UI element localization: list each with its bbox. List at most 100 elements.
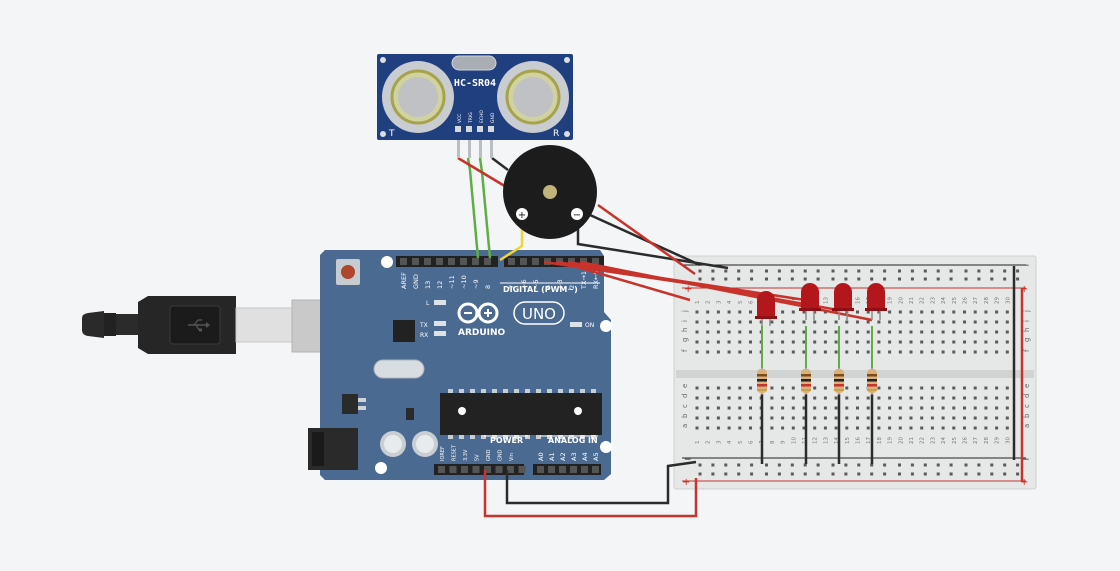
rail-hole[interactable] xyxy=(990,463,994,467)
rail-hole[interactable] xyxy=(724,463,728,467)
breadboard-hole[interactable] xyxy=(749,406,752,410)
breadboard-hole[interactable] xyxy=(984,310,988,314)
breadboard-hole[interactable] xyxy=(973,350,977,354)
breadboard-hole[interactable] xyxy=(706,396,710,400)
breadboard-hole[interactable] xyxy=(963,330,966,334)
breadboard-hole[interactable] xyxy=(695,406,699,410)
breadboard-hole[interactable] xyxy=(930,416,934,420)
rail-hole[interactable] xyxy=(777,463,781,467)
led-3[interactable] xyxy=(832,283,854,320)
breadboard-hole[interactable] xyxy=(920,320,924,324)
breadboard-hole[interactable] xyxy=(716,310,720,314)
rail-hole[interactable] xyxy=(898,269,901,273)
breadboard-hole[interactable] xyxy=(920,330,924,334)
breadboard-hole[interactable] xyxy=(770,426,774,430)
wire-red-extra[interactable] xyxy=(559,260,691,302)
breadboard-hole[interactable] xyxy=(963,340,966,344)
breadboard-hole[interactable] xyxy=(973,320,977,324)
header-pin[interactable] xyxy=(570,466,577,473)
breadboard-hole[interactable] xyxy=(791,350,795,354)
breadboard-hole[interactable] xyxy=(802,406,806,410)
breadboard-hole[interactable] xyxy=(706,350,710,354)
rail-hole[interactable] xyxy=(831,269,835,273)
breadboard-hole[interactable] xyxy=(791,310,795,314)
breadboard-hole[interactable] xyxy=(716,386,720,390)
header-pin[interactable] xyxy=(559,466,566,473)
breadboard-hole[interactable] xyxy=(973,340,977,344)
rail-hole[interactable] xyxy=(698,269,702,273)
breadboard-hole[interactable] xyxy=(781,340,785,344)
rail-hole[interactable] xyxy=(977,463,981,467)
breadboard-hole[interactable] xyxy=(727,386,731,390)
rail-hole[interactable] xyxy=(711,463,715,467)
breadboard-hole[interactable] xyxy=(1005,426,1009,430)
breadboard-hole[interactable] xyxy=(920,426,924,430)
usb-cable[interactable] xyxy=(82,296,339,354)
breadboard-hole[interactable] xyxy=(877,416,881,420)
rail-hole[interactable] xyxy=(803,463,807,467)
breadboard-hole[interactable] xyxy=(749,386,752,390)
rail-hole[interactable] xyxy=(816,277,820,281)
breadboard-hole[interactable] xyxy=(749,426,752,430)
breadboard-hole[interactable] xyxy=(930,426,934,430)
header-pin[interactable] xyxy=(412,258,419,265)
breadboard-hole[interactable] xyxy=(802,330,806,334)
rail-hole[interactable] xyxy=(883,277,887,281)
header-pin[interactable] xyxy=(592,258,599,265)
breadboard-hole[interactable] xyxy=(877,350,881,354)
breadboard-hole[interactable] xyxy=(1005,310,1009,314)
rail-hole[interactable] xyxy=(857,472,861,476)
breadboard-hole[interactable] xyxy=(738,330,742,334)
breadboard-hole[interactable] xyxy=(1005,350,1009,354)
breadboard-hole[interactable] xyxy=(984,406,988,410)
breadboard-hole[interactable] xyxy=(823,386,827,390)
rail-hole[interactable] xyxy=(1016,277,1020,281)
breadboard-hole[interactable] xyxy=(759,320,763,324)
breadboard-hole[interactable] xyxy=(770,330,774,334)
breadboard-hole[interactable] xyxy=(770,386,774,390)
breadboard-hole[interactable] xyxy=(802,426,806,430)
breadboard-hole[interactable] xyxy=(866,416,870,420)
breadboard-hole[interactable] xyxy=(941,330,945,334)
wire-led4-red[interactable] xyxy=(579,260,873,322)
breadboard-hole[interactable] xyxy=(963,386,966,390)
breadboard-hole[interactable] xyxy=(716,340,720,344)
breadboard-hole[interactable] xyxy=(930,330,934,334)
breadboard-hole[interactable] xyxy=(984,396,988,400)
breadboard-hole[interactable] xyxy=(706,320,710,324)
rail-hole[interactable] xyxy=(977,277,981,281)
rail-hole[interactable] xyxy=(1016,269,1020,273)
breadboard-hole[interactable] xyxy=(695,396,699,400)
breadboard-hole[interactable] xyxy=(802,416,806,420)
rail-hole[interactable] xyxy=(883,463,887,467)
breadboard-hole[interactable] xyxy=(952,340,956,344)
breadboard-hole[interactable] xyxy=(898,426,902,430)
breadboard-hole[interactable] xyxy=(963,426,966,430)
breadboard-hole[interactable] xyxy=(866,396,870,400)
rail-hole[interactable] xyxy=(936,472,940,476)
header-pin[interactable] xyxy=(518,466,526,473)
breadboard-hole[interactable] xyxy=(1005,406,1009,410)
rail-hole[interactable] xyxy=(765,269,768,273)
breadboard-hole[interactable] xyxy=(952,330,956,334)
breadboard-hole[interactable] xyxy=(888,340,892,344)
breadboard-hole[interactable] xyxy=(770,416,774,420)
rail-hole[interactable] xyxy=(737,277,741,281)
resistor-3[interactable] xyxy=(834,367,844,395)
rail-hole[interactable] xyxy=(777,269,781,273)
breadboard-hole[interactable] xyxy=(930,406,934,410)
header-pin[interactable] xyxy=(400,258,407,265)
breadboard-hole[interactable] xyxy=(984,350,988,354)
breadboard-hole[interactable] xyxy=(995,426,999,430)
rail-hole[interactable] xyxy=(831,277,835,281)
breadboard-hole[interactable] xyxy=(823,426,827,430)
rail-hole[interactable] xyxy=(790,277,794,281)
breadboard-hole[interactable] xyxy=(877,330,881,334)
breadboard-hole[interactable] xyxy=(791,416,795,420)
breadboard-hole[interactable] xyxy=(952,386,956,390)
rail-hole[interactable] xyxy=(711,472,715,476)
breadboard-hole[interactable] xyxy=(716,406,720,410)
header-pin[interactable] xyxy=(424,258,431,265)
rail-hole[interactable] xyxy=(750,472,754,476)
